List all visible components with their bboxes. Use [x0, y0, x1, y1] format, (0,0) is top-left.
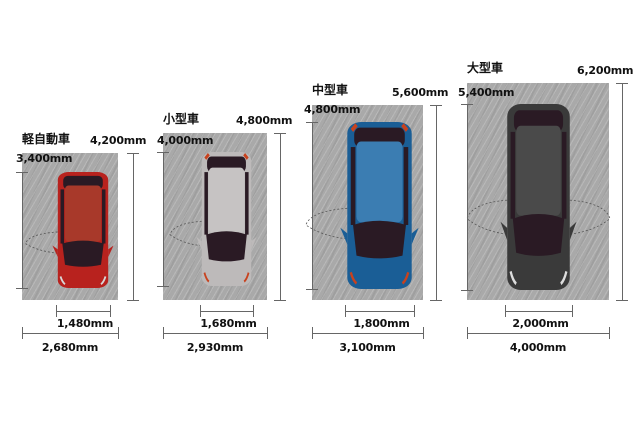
car-width-label: 1,800mm — [353, 317, 410, 330]
car-length-dimension-line — [163, 152, 164, 286]
vehicle-class-title: 小型車 — [163, 112, 200, 126]
dimension-tick — [306, 289, 318, 290]
dimension-tick — [345, 305, 346, 317]
dimension-tick — [505, 305, 506, 317]
space-width-label: 4,000mm — [509, 341, 567, 354]
space-width-label: 2,930mm — [186, 341, 244, 354]
space-length-label: 5,600mm — [392, 86, 449, 99]
dimension-tick — [200, 305, 201, 317]
dimension-tick — [127, 300, 139, 301]
space-width-dimension-line — [163, 333, 267, 334]
car-length-label: 4,800mm — [304, 103, 361, 116]
space-width-dimension-line — [312, 333, 423, 334]
dimension-tick — [267, 327, 268, 339]
car-length-label: 3,400mm — [16, 152, 73, 165]
car-length-label: 4,000mm — [157, 134, 214, 147]
dimension-tick — [306, 122, 318, 123]
car-top-view-icon — [505, 104, 572, 290]
dimension-tick — [118, 327, 119, 339]
car-length-dimension-line — [312, 122, 313, 289]
car-length-dimension-line — [22, 172, 23, 288]
dimension-tick — [110, 305, 111, 317]
dimension-tick — [253, 305, 254, 317]
dimension-tick — [430, 300, 442, 301]
space-length-dimension-line — [280, 133, 281, 300]
dimension-tick — [274, 300, 286, 301]
vehicle-class-title: 中型車 — [312, 83, 349, 97]
car-width-dimension-line — [56, 311, 110, 312]
dimension-tick — [163, 327, 164, 339]
space-length-label: 4,800mm — [236, 114, 293, 127]
space-length-label: 6,200mm — [577, 64, 634, 77]
dimension-tick — [430, 105, 442, 106]
dimension-tick — [609, 327, 610, 339]
dimension-tick — [616, 300, 628, 301]
car-width-dimension-line — [505, 311, 572, 312]
car-width-dimension-line — [200, 311, 253, 312]
space-width-dimension-line — [467, 333, 609, 334]
dimension-tick — [16, 172, 28, 173]
dimension-tick — [467, 327, 468, 339]
space-width-dimension-line — [22, 333, 118, 334]
space-length-dimension-line — [622, 83, 623, 300]
dimension-tick — [616, 83, 628, 84]
car-top-view-icon — [56, 172, 114, 288]
dimension-tick — [22, 327, 23, 339]
dimension-tick — [56, 305, 57, 317]
dimension-tick — [414, 305, 415, 317]
dimension-tick — [274, 133, 286, 134]
car-width-label: 1,680mm — [200, 317, 257, 330]
space-length-dimension-line — [133, 153, 134, 300]
car-length-dimension-line — [467, 104, 468, 290]
dimension-tick — [461, 290, 473, 291]
car-length-label: 5,400mm — [458, 86, 515, 99]
dimension-tick — [461, 104, 473, 105]
vehicle-class-title: 軽自動車 — [22, 132, 71, 146]
dimension-tick — [572, 305, 573, 317]
space-length-dimension-line — [436, 105, 437, 300]
car-width-label: 2,000mm — [512, 317, 569, 330]
dimension-tick — [16, 288, 28, 289]
dimension-tick — [157, 152, 169, 153]
vehicle-class-title: 大型車 — [467, 61, 504, 75]
dimension-tick — [157, 286, 169, 287]
dimension-tick — [127, 153, 139, 154]
space-width-label: 3,100mm — [339, 341, 396, 354]
space-length-label: 4,200mm — [90, 134, 147, 147]
car-width-label: 1,480mm — [56, 317, 114, 330]
dimension-tick — [312, 327, 313, 339]
car-top-view-icon — [345, 122, 419, 289]
dimension-tick — [423, 327, 424, 339]
space-width-label: 2,680mm — [41, 341, 99, 354]
car-top-view-icon — [200, 152, 257, 286]
car-width-dimension-line — [345, 311, 414, 312]
